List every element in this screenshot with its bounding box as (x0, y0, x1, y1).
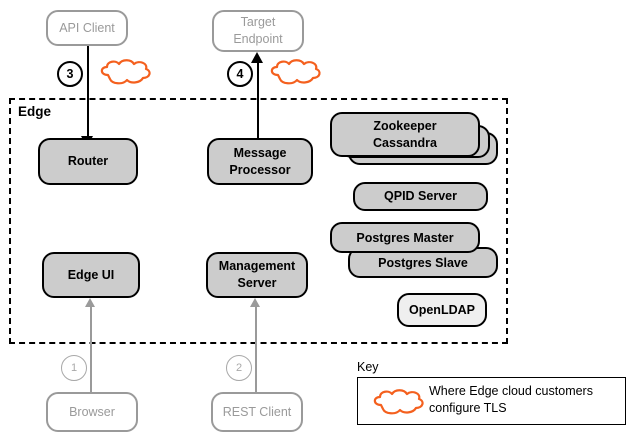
arrowhead-rest-client-to-management-server (250, 298, 260, 307)
key-entry-text: Where Edge cloud customers configure TLS (429, 384, 593, 415)
component-edge-ui[interactable]: Edge UI (42, 252, 140, 298)
key-heading: Key (357, 360, 379, 374)
actor-target-endpoint[interactable]: Target Endpoint (212, 10, 304, 52)
cloud-icon-legend (371, 388, 425, 421)
arrowhead-browser-to-edge-ui (85, 298, 95, 307)
component-group-zookeeper-cassandra: Zookeeper Cassandra (330, 112, 500, 172)
arrowhead-message-processor-to-target (251, 52, 263, 63)
edge-container-label: Edge (18, 104, 52, 119)
actor-browser[interactable]: Browser (46, 392, 138, 432)
actor-rest-client-label: REST Client (222, 404, 292, 419)
marker-2-label: 2 (235, 362, 243, 374)
component-router-label: Router (67, 154, 109, 169)
component-zookeeper-cassandra[interactable]: Zookeeper Cassandra (330, 112, 480, 157)
cloud-icon-target-endpoint (268, 58, 322, 91)
marker-4-label: 4 (236, 67, 244, 81)
marker-4: 4 (227, 61, 253, 87)
marker-2: 2 (226, 355, 252, 381)
component-edge-ui-label: Edge UI (67, 267, 115, 282)
marker-1-label: 1 (70, 362, 78, 374)
marker-1: 1 (61, 355, 87, 381)
component-openldap[interactable]: OpenLDAP (397, 293, 487, 327)
component-openldap-label: OpenLDAP (409, 302, 475, 317)
component-management-server[interactable]: Management Server (206, 252, 308, 298)
connector-rest-client-to-management-server (255, 305, 257, 408)
component-qpid-server-label: QPID Server (384, 189, 457, 204)
component-message-processor-label: Message Processor (229, 145, 291, 177)
marker-3-label: 3 (66, 67, 74, 81)
component-management-server-label: Management Server (218, 259, 296, 290)
component-message-processor[interactable]: Message Processor (207, 138, 313, 185)
connector-api-client-to-router (87, 46, 89, 141)
actor-api-client-label: API Client (59, 20, 115, 35)
actor-api-client[interactable]: API Client (46, 10, 128, 46)
component-group-postgres: Postgres Slave Postgres Master (330, 222, 505, 286)
component-cassandra-label: Cassandra (373, 135, 437, 150)
cloud-icon-api-client (98, 58, 152, 91)
component-postgres-master[interactable]: Postgres Master (330, 222, 480, 253)
connector-message-processor-to-target (257, 61, 259, 141)
actor-rest-client[interactable]: REST Client (211, 392, 303, 432)
component-zookeeper-label: Zookeeper (373, 118, 437, 133)
component-postgres-master-label: Postgres Master (356, 230, 454, 245)
component-qpid-server[interactable]: QPID Server (353, 182, 488, 211)
component-postgres-slave-label: Postgres Slave (378, 255, 468, 270)
connector-browser-to-edge-ui (90, 305, 92, 408)
actor-target-endpoint-label: Target Endpoint (233, 15, 283, 46)
marker-3: 3 (57, 61, 83, 87)
actor-browser-label: Browser (69, 404, 115, 419)
component-router[interactable]: Router (38, 138, 138, 185)
